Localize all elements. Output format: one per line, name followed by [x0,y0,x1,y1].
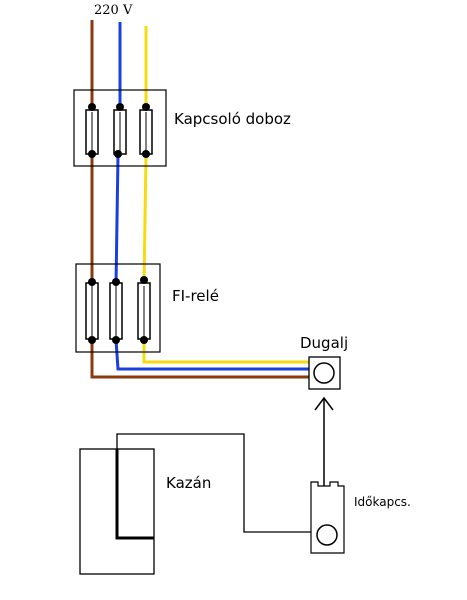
socket-outlet-icon [313,362,335,384]
rcd-terminal [140,336,148,344]
timer-label: Időkapcs. [354,495,411,509]
switch-terminal [142,150,150,158]
rcd-terminal [140,276,148,284]
switch-box-label: Kapcsoló doboz [174,110,291,128]
boiler [79,448,155,575]
yellow-wire [142,26,309,364]
switch-terminal [88,150,96,158]
control-wire [116,433,311,533]
boiler-label: Kazán [166,474,211,492]
rcd-terminal [112,278,120,286]
socket-label: Dugalj [300,334,348,352]
rcd-terminal [112,336,120,344]
rcd-terminal [88,278,96,286]
wires [90,20,309,379]
switch-terminal [116,103,124,111]
socket [308,356,341,390]
rcd-frame [75,263,161,353]
switch-box [73,89,167,167]
switch-box-frame [73,89,167,167]
plug-arrow [314,396,334,486]
rcd-label: FI-relé [172,287,219,305]
switch-terminal [142,103,150,111]
rcd [75,263,161,353]
rcd-terminal [88,336,96,344]
switch-terminal [88,103,96,111]
timer-body [310,481,345,554]
arrow-head-icon [314,396,334,411]
timer [310,481,345,554]
switch-terminal [114,150,122,158]
boiler-inner-wire [115,449,154,540]
timer-dial-icon [316,524,338,546]
voltage-label: 220 V [94,3,133,18]
brown-wire [90,20,309,379]
